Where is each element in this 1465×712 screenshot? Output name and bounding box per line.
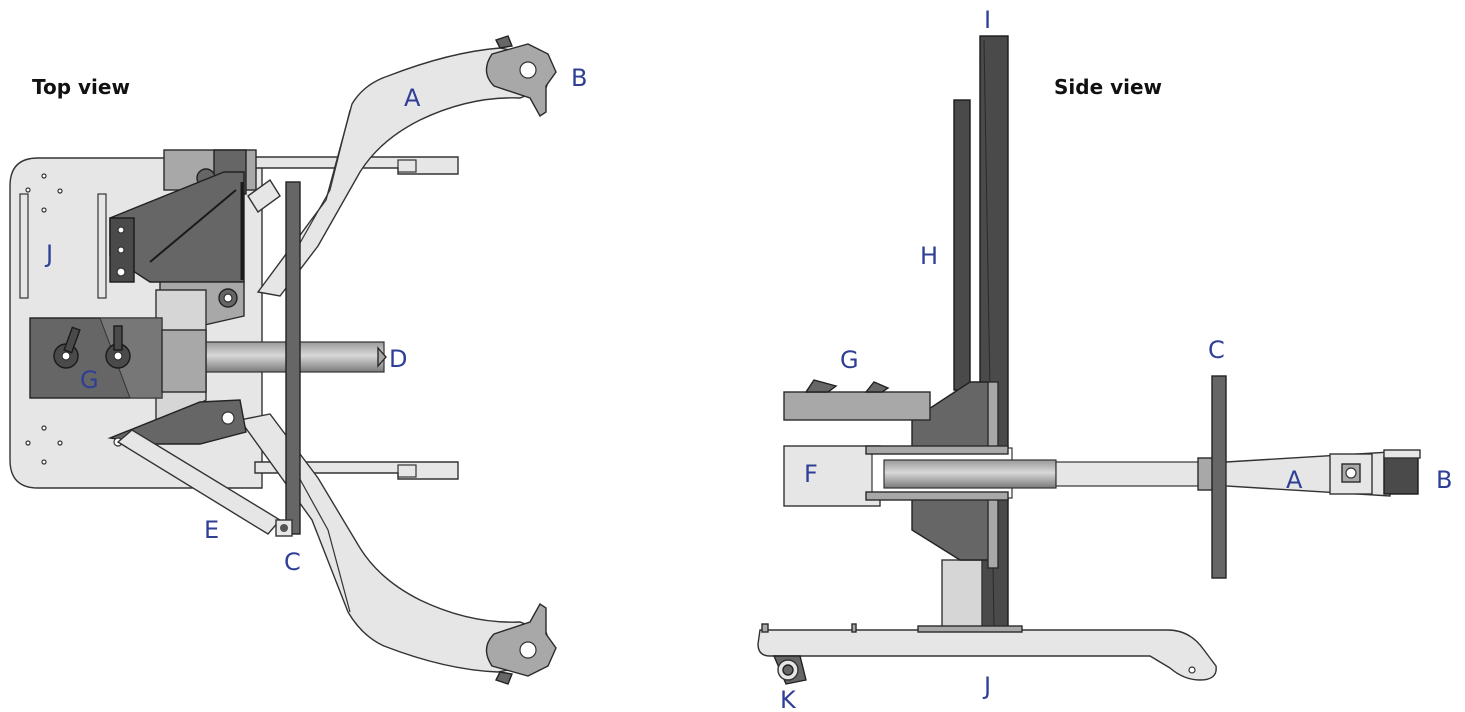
side-plate-c — [1211, 375, 1227, 579]
side-label-K: K — [780, 686, 797, 712]
side-column-h — [953, 99, 971, 391]
top-base-hole — [25, 440, 31, 446]
side-column-base — [941, 559, 983, 631]
side-control-knob-left — [804, 379, 838, 393]
top-base-slot-right — [97, 193, 107, 299]
top-arm-lower-knob — [495, 671, 513, 685]
top-bracket-diagonal — [149, 189, 237, 263]
side-label-I: I — [984, 6, 991, 34]
top-base-hole — [57, 188, 63, 194]
side-base-pad — [917, 625, 1023, 633]
top-arm-lower-edge — [295, 471, 351, 613]
top-plate-c-bolt — [280, 524, 288, 532]
top-arm-upper-knob — [495, 35, 513, 49]
top-bracket-hole — [116, 267, 126, 277]
side-control-box — [783, 391, 931, 421]
side-label-A: A — [1286, 466, 1303, 494]
side-label-G: G — [840, 346, 859, 374]
top-label-B: B — [571, 64, 587, 92]
side-arm-a-bolt-head — [1345, 467, 1357, 479]
side-base-tab-left — [761, 623, 769, 633]
top-cylinder-tip — [377, 346, 387, 368]
side-label-J: J — [982, 672, 991, 700]
side-label-C: C — [1208, 336, 1225, 364]
top-label-G: G — [80, 366, 99, 394]
top-toggle-switch-right — [105, 325, 131, 369]
side-gripper-b — [1383, 455, 1419, 495]
side-caster-k — [772, 655, 807, 685]
top-arm-lower-hub — [485, 602, 557, 677]
top-arm-upper-pivot — [519, 61, 537, 79]
side-gripper-b-cap — [1383, 449, 1421, 459]
top-base-hole — [41, 173, 47, 179]
top-plate-c — [285, 181, 301, 535]
top-label-J: J — [44, 240, 53, 268]
side-cylinder-rod — [1055, 461, 1203, 487]
top-label-E: E — [204, 516, 219, 544]
top-toggle-switch-left — [53, 326, 81, 369]
top-label-A: A — [404, 84, 421, 112]
top-bracket-hole — [117, 246, 125, 254]
top-view: Top view — [9, 35, 587, 685]
top-bracket-hole — [117, 226, 125, 234]
top-base-hole — [25, 187, 31, 193]
top-label-D: D — [389, 345, 407, 373]
side-base-j — [757, 629, 1217, 681]
side-base-tab-mid — [851, 623, 857, 633]
side-base-hole — [1188, 666, 1196, 674]
side-cylinder-rail-top — [865, 445, 1009, 455]
top-bracket-lower-pin-hole — [223, 293, 233, 303]
top-bracket-link — [247, 178, 281, 214]
top-base-hole — [41, 207, 47, 213]
side-view-title: Side view — [1054, 75, 1162, 99]
side-cylinder-barrel — [883, 459, 1057, 489]
side-label-H: H — [920, 242, 938, 270]
top-control-box-side — [161, 329, 207, 393]
top-rail-lower-cap — [397, 464, 417, 478]
top-rail-upper-cap — [397, 159, 417, 173]
side-cylinder-rail-bottom — [865, 491, 1009, 501]
side-label-B: B — [1436, 466, 1452, 494]
top-lower-linkage-hole — [221, 411, 235, 425]
top-label-C: C — [284, 548, 301, 576]
side-label-F: F — [804, 460, 818, 488]
top-arm-lower-pivot — [519, 641, 537, 659]
top-base-hole — [41, 459, 47, 465]
top-base-slot-left — [19, 193, 29, 299]
top-arm-upper-hub — [485, 43, 557, 118]
top-base-hole — [41, 425, 47, 431]
top-view-title: Top view — [32, 75, 130, 99]
side-control-knob-right — [864, 381, 890, 393]
top-base-hole — [57, 440, 63, 446]
top-arm-upper-edge — [295, 109, 351, 251]
side-view: Side view — [757, 6, 1452, 712]
side-housing-f — [783, 445, 881, 507]
